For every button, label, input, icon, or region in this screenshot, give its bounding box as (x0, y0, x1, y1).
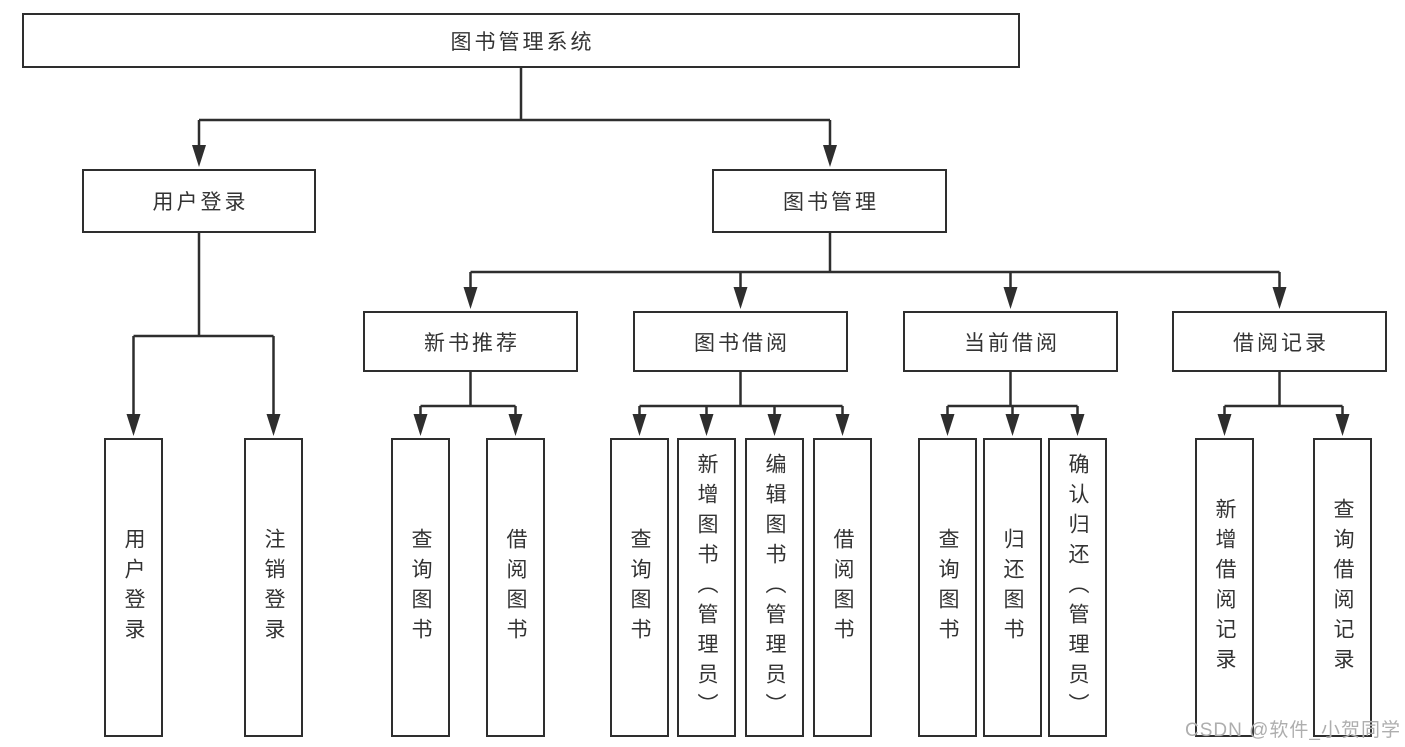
leaf-query-books-recommend: 查询图书 (391, 438, 450, 737)
leaf-query-books-current-label: 查询图书 (936, 527, 959, 648)
node-current-borrow: 当前借阅 (903, 311, 1118, 372)
leaf-confirm-return-admin: 确认归还（管理员） (1048, 438, 1107, 737)
leaf-add-borrow-record-label: 新增借阅记录 (1213, 497, 1236, 678)
leaf-add-books-admin-label: 新增图书（管理员） (695, 452, 718, 723)
node-new-book-recommend: 新书推荐 (363, 311, 578, 372)
leaf-edit-books-admin: 编辑图书（管理员） (745, 438, 804, 737)
leaf-borrow-books-recommend: 借阅图书 (486, 438, 545, 737)
node-user-login: 用户登录 (82, 169, 316, 233)
arrow-down-icons (126, 145, 1350, 436)
leaf-add-books-admin: 新增图书（管理员） (677, 438, 736, 737)
connector-book-mgmt-children (469, 232, 1281, 289)
leaf-query-borrow-record: 查询借阅记录 (1313, 438, 1372, 737)
leaf-add-borrow-record: 新增借阅记录 (1195, 438, 1254, 737)
node-book-management: 图书管理 (712, 169, 947, 233)
node-book-borrow: 图书借阅 (633, 311, 848, 372)
leaf-query-books-borrow: 查询图书 (610, 438, 669, 737)
leaf-user-login-label: 用户登录 (122, 527, 145, 648)
node-borrow-records: 借阅记录 (1172, 311, 1387, 372)
leaf-query-books-current: 查询图书 (918, 438, 977, 737)
leaf-query-books-recommend-label: 查询图书 (409, 527, 432, 648)
leaf-edit-books-admin-label: 编辑图书（管理员） (763, 452, 786, 723)
node-root-system: 图书管理系统 (22, 13, 1020, 68)
leaf-user-login: 用户登录 (104, 438, 163, 737)
leaf-logout: 注销登录 (244, 438, 303, 737)
leaf-borrow-books: 借阅图书 (813, 438, 872, 737)
leaf-logout-label: 注销登录 (262, 527, 285, 648)
leaf-return-books: 归还图书 (983, 438, 1042, 737)
leaf-borrow-books-label: 借阅图书 (831, 527, 854, 648)
connector-root-to-level2 (197, 68, 832, 147)
leaf-return-books-label: 归还图书 (1001, 527, 1024, 648)
leaf-borrow-books-recommend-label: 借阅图书 (504, 527, 527, 648)
connector-level3-children (419, 372, 1344, 416)
leaf-query-books-borrow-label: 查询图书 (628, 527, 651, 648)
leaf-query-borrow-record-label: 查询借阅记录 (1331, 497, 1354, 678)
connector-user-login-children (132, 233, 275, 416)
csdn-watermark: CSDN @软件_小贺同学 (1185, 720, 1401, 741)
leaf-confirm-return-admin-label: 确认归还（管理员） (1066, 452, 1089, 723)
